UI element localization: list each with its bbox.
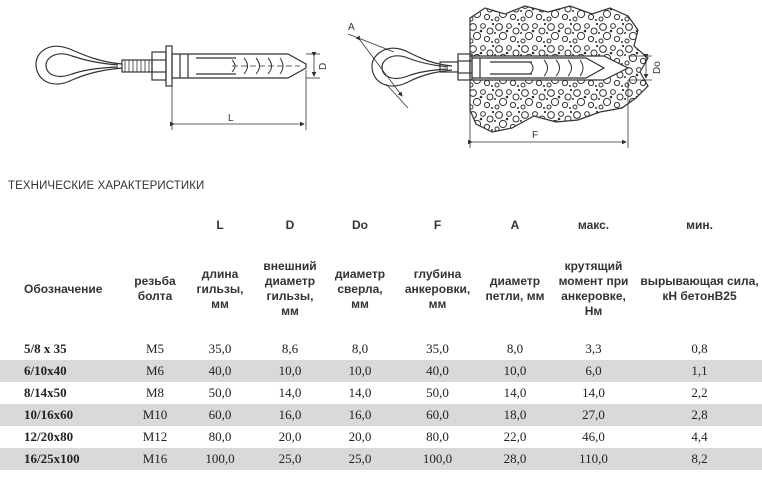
table-cell: 5/8 x 35 bbox=[24, 341, 67, 356]
dim-label-d: D bbox=[318, 63, 329, 70]
header-letter: Do bbox=[352, 217, 368, 232]
specs-table: L D Do F A макс. мин. Обозначение резьба… bbox=[0, 210, 762, 470]
table-cell: 8,6 bbox=[281, 341, 299, 356]
column-header: диаметр петли, мм bbox=[485, 274, 545, 303]
table-cell: 18,0 bbox=[480, 404, 550, 426]
table-cell: 14,0 bbox=[278, 385, 302, 400]
table-cell: M8 bbox=[145, 385, 165, 400]
table-cell: M12 bbox=[142, 429, 168, 444]
table-cell: 6,0 bbox=[550, 360, 637, 382]
header-letter: L bbox=[216, 217, 224, 232]
table-row: 6/10x40 M6 40,0 10,0 10,0 40,0 10,0 6,0 … bbox=[0, 360, 762, 382]
table-cell: 8,0 bbox=[351, 341, 369, 356]
column-header: диаметр сверла, мм bbox=[334, 266, 386, 311]
right-anchor bbox=[347, 33, 652, 148]
table-cell: 4,4 bbox=[691, 429, 708, 444]
header-letters-row: L D Do F A макс. мин. bbox=[0, 210, 762, 240]
table-row: 8/14x50 M8 50,0 14,0 14,0 50,0 14,0 14,0… bbox=[0, 382, 762, 404]
column-header: Обозначение bbox=[24, 281, 103, 296]
table-cell: 28,0 bbox=[480, 448, 550, 470]
dim-label-l: L bbox=[228, 113, 234, 124]
column-header: внешний диаметр гильзы, мм bbox=[263, 259, 317, 318]
table-cell: 12/20x80 bbox=[24, 429, 74, 444]
column-header: глубина анкеровки, мм bbox=[404, 266, 471, 311]
table-cell: 0,8 bbox=[691, 341, 708, 356]
table-cell: 8/14x50 bbox=[24, 385, 67, 400]
table-cell: M5 bbox=[145, 341, 165, 356]
left-anchor bbox=[35, 45, 320, 130]
table-cell: 10,0 bbox=[255, 360, 325, 382]
table-cell: M6 bbox=[125, 360, 185, 382]
header-letter: макс. bbox=[577, 217, 610, 232]
column-header: длина гильзы, мм bbox=[196, 266, 244, 311]
column-header: крутящий момент при анкеровке, Нм bbox=[558, 259, 629, 318]
table-cell: 2,8 bbox=[637, 404, 762, 426]
table-cell: 16,0 bbox=[325, 404, 395, 426]
table-cell: 35,0 bbox=[208, 341, 232, 356]
table-cell: 10/16x60 bbox=[0, 404, 125, 426]
table-cell: 80,0 bbox=[426, 429, 449, 444]
table-cell: 20,0 bbox=[348, 429, 372, 444]
table-cell: 60,0 bbox=[395, 404, 480, 426]
section-title: ТЕХНИЧЕСКИЕ ХАРАКТЕРИСТИКИ bbox=[8, 180, 205, 192]
table-row: 12/20x80 M12 80,0 20,0 20,0 80,0 22,0 46… bbox=[0, 426, 762, 448]
header-letter bbox=[125, 210, 185, 240]
table-cell: 2,2 bbox=[691, 385, 708, 400]
dim-label-f: F bbox=[532, 130, 538, 141]
table-cell: 46,0 bbox=[582, 429, 605, 444]
dim-label-do: Do bbox=[652, 61, 663, 74]
table-cell: 50,0 bbox=[208, 385, 232, 400]
column-header: резьба болта bbox=[134, 274, 176, 303]
table-cell: 1,1 bbox=[637, 360, 762, 382]
header-letter: D bbox=[285, 217, 295, 232]
table-cell: 10,0 bbox=[480, 360, 550, 382]
table-cell: 8,2 bbox=[637, 448, 762, 470]
table-row: 10/16x60 M10 60,0 16,0 16,0 60,0 18,0 27… bbox=[0, 404, 762, 426]
eye-loop bbox=[35, 45, 123, 85]
table-cell: 14,0 bbox=[348, 385, 372, 400]
table-cell: 10,0 bbox=[325, 360, 395, 382]
table-cell: 50,0 bbox=[426, 385, 449, 400]
header-letter: F bbox=[433, 217, 442, 232]
table-cell: 14,0 bbox=[503, 385, 527, 400]
table-cell: 6/10x40 bbox=[0, 360, 125, 382]
table-cell: 40,0 bbox=[395, 360, 480, 382]
table-cell: M10 bbox=[125, 404, 185, 426]
table-row: 5/8 x 35 M5 35,0 8,6 8,0 35,0 8,0 3,3 0,… bbox=[0, 338, 762, 360]
table-cell: 100,0 bbox=[395, 448, 480, 470]
table-cell: 22,0 bbox=[503, 429, 527, 444]
table-row: 16/25x100 M16 100,0 25,0 25,0 100,0 28,0… bbox=[0, 448, 762, 470]
technical-drawing: L D A Do F bbox=[35, 5, 663, 148]
table-cell: 25,0 bbox=[325, 448, 395, 470]
table-cell: 80,0 bbox=[208, 429, 232, 444]
table-cell: 27,0 bbox=[550, 404, 637, 426]
anchor-sleeve bbox=[171, 53, 307, 79]
table-cell: 35,0 bbox=[426, 341, 449, 356]
table-cell: 100,0 bbox=[185, 448, 255, 470]
table-cell: M16 bbox=[125, 448, 185, 470]
dim-label-a: A bbox=[348, 22, 355, 33]
header-letter: мин. bbox=[686, 217, 713, 232]
table-cell: 16/25x100 bbox=[0, 448, 125, 470]
header-letter: A bbox=[510, 217, 520, 232]
table-cell: 16,0 bbox=[255, 404, 325, 426]
table-cell: 40,0 bbox=[185, 360, 255, 382]
table-cell: 8,0 bbox=[506, 341, 524, 356]
table-cell: 60,0 bbox=[185, 404, 255, 426]
header-descs-row: Обозначение резьба болта длина гильзы, м… bbox=[0, 240, 762, 338]
table-cell: 25,0 bbox=[255, 448, 325, 470]
table-cell: 110,0 bbox=[550, 448, 637, 470]
header-letter bbox=[0, 210, 125, 240]
table-cell: 20,0 bbox=[278, 429, 302, 444]
table-cell: 3,3 bbox=[585, 341, 602, 356]
column-header: вырывающая сила, кН бетонВ25 bbox=[640, 274, 759, 303]
table-cell: 14,0 bbox=[582, 385, 605, 400]
